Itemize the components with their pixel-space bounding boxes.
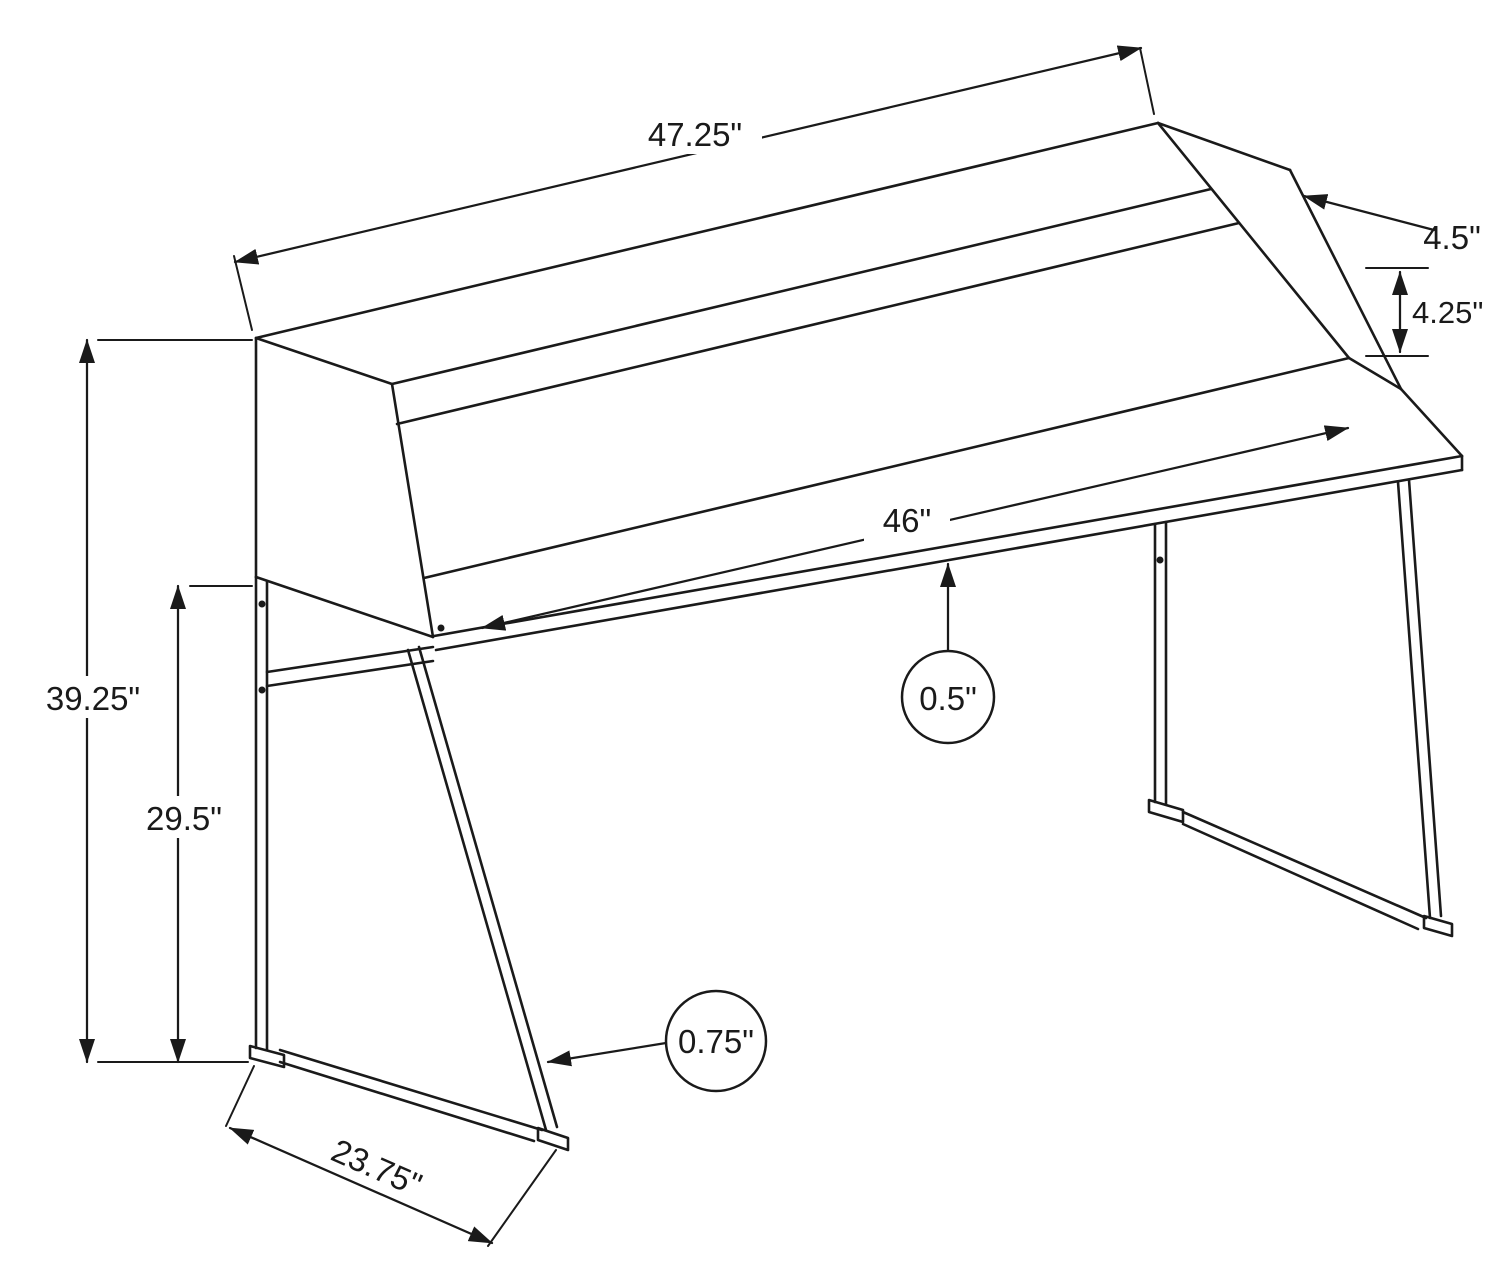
hutch-top-back-edge	[254, 121, 1160, 340]
ext-base-depth-front	[487, 1149, 557, 1247]
dim-line-base-depth	[228, 1126, 494, 1245]
right-panel-inner-edge	[1156, 121, 1351, 360]
left-front-leg	[406, 645, 559, 1132]
left-front-foot	[536, 1126, 570, 1152]
screw-dot	[437, 624, 445, 632]
screw-dot	[258, 686, 266, 694]
ext-base-depth-back	[225, 1065, 255, 1127]
callout-circle-desktop-thickness	[900, 649, 996, 745]
shelf-front-bottom-edge	[395, 221, 1241, 426]
shelf-front-top-edge	[390, 187, 1213, 386]
left-panel-bottom-edge	[254, 575, 435, 639]
label-top-width: 47.25"	[648, 116, 742, 153]
left-bottom-rail	[278, 1048, 544, 1143]
dimension-lines	[79, 45, 1436, 1245]
arrow-shelf-depth	[1302, 194, 1436, 232]
extension-lines	[97, 47, 1429, 1247]
label-desktop-thickness: 0.5"	[919, 680, 977, 717]
left-back-foot	[248, 1044, 286, 1069]
ext-top-width-right	[1139, 47, 1155, 115]
screw-dot	[258, 600, 266, 608]
left-panel-front-edge	[390, 382, 435, 639]
ext-top-width-left	[233, 255, 253, 331]
right-front-foot	[1422, 914, 1454, 938]
left-back-leg	[254, 575, 269, 1052]
right-panel-bottom-edge	[1347, 356, 1403, 391]
label-surface-height: 29.5"	[146, 800, 222, 837]
desktop-right-edge	[1399, 387, 1464, 458]
desktop-back-edge	[422, 356, 1351, 580]
label-shelf-depth: 4.5"	[1423, 219, 1481, 256]
screw-dot	[1156, 556, 1164, 564]
hutch-right-top-edge	[1156, 121, 1292, 172]
arrow-frame-thickness	[546, 1041, 668, 1067]
right-front-leg	[1396, 478, 1443, 920]
label-desktop-width: 46"	[883, 502, 931, 539]
right-bottom-rail	[1181, 810, 1428, 931]
callout-circle-frame-thickness	[664, 989, 768, 1093]
right-back-foot	[1147, 798, 1185, 824]
left-top-rail	[265, 645, 435, 688]
label-shelf-gap: 4.25"	[1412, 295, 1483, 330]
desk-drawing	[248, 121, 1464, 1152]
label-frame-thickness: 0.75"	[678, 1023, 754, 1060]
label-overall-height: 39.25"	[46, 680, 140, 717]
hutch-left-top-edge	[254, 336, 394, 386]
dim-line-top-width	[233, 45, 1143, 265]
right-back-leg	[1153, 520, 1168, 806]
dimension-labels: 47.25" 39.25" 29.5" 23.75" 46" 4.5" 4.25…	[24, 112, 1483, 1203]
